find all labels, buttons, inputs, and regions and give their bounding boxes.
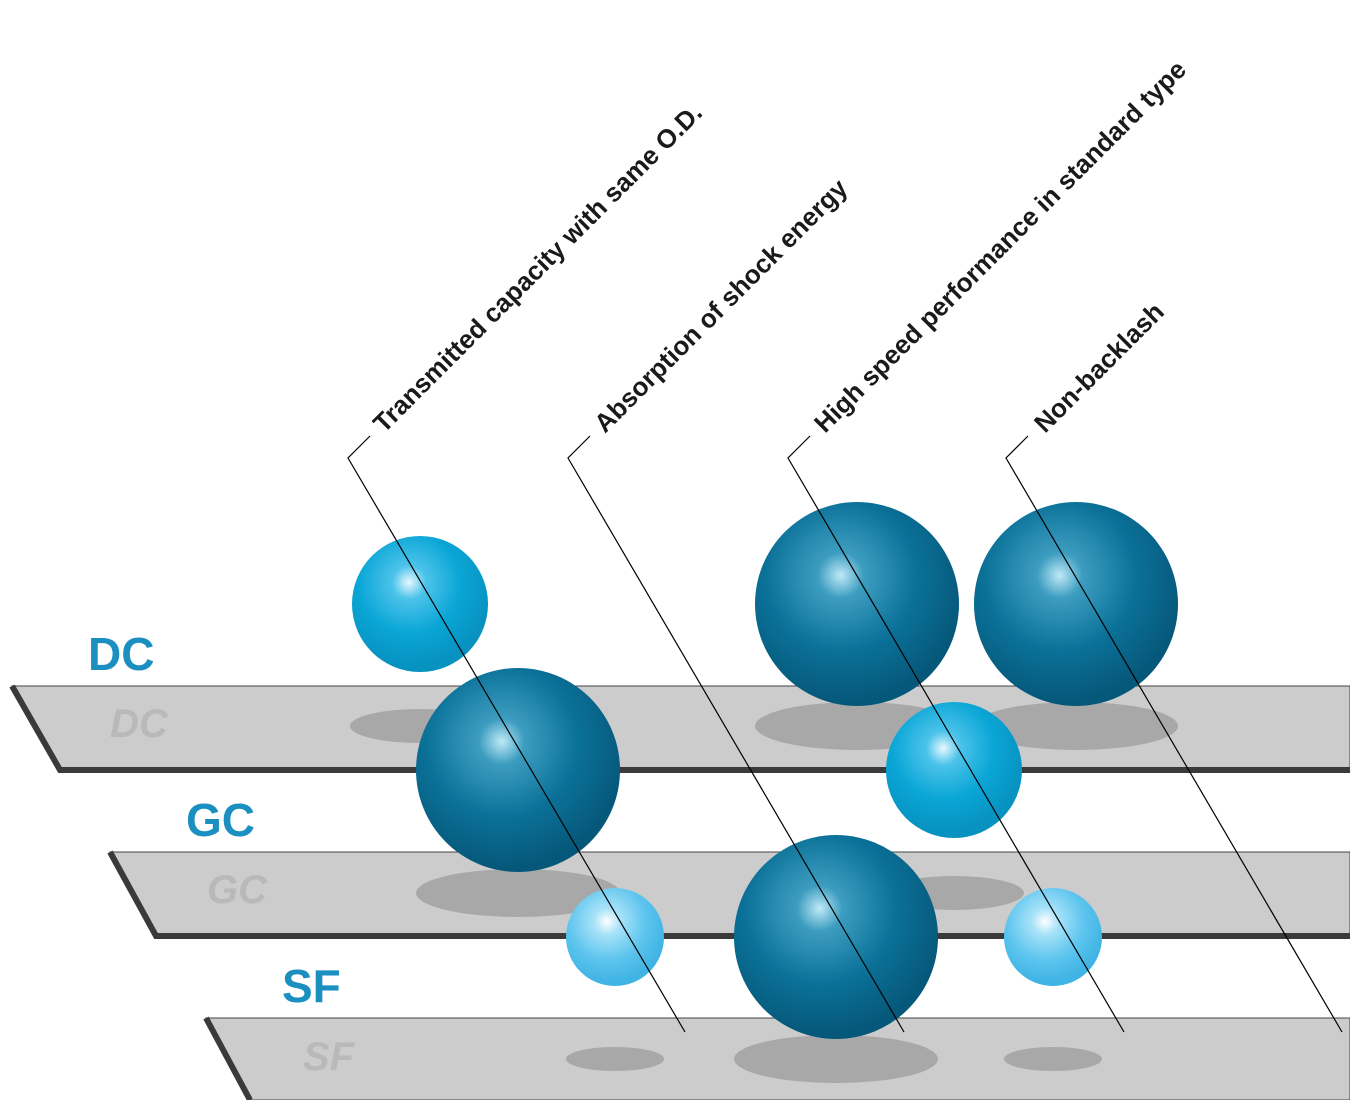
sphere-sf-high-speed — [1004, 888, 1102, 986]
sphere-gc-transmitted-capacity — [416, 668, 620, 872]
row-label-sf: SF — [282, 960, 341, 1012]
platform-gc-label: GC — [207, 868, 268, 912]
criterion-label-shock-absorption: Absorption of shock energy — [588, 173, 854, 439]
criterion-label-high-speed: High speed performance in standard type — [808, 54, 1192, 438]
leader-lines — [347, 435, 1343, 1033]
sphere-dc-non-backlash — [974, 502, 1178, 706]
row-label-dc: DC — [88, 628, 154, 680]
shadow — [416, 869, 620, 917]
sphere-sf-transmitted-capacity — [566, 888, 664, 986]
platform-sf-label: SF — [303, 1035, 356, 1079]
leader-shock-absorption — [567, 435, 905, 1033]
leader-high-speed — [787, 435, 1125, 1033]
criterion-label-non-backlash: Non-backlash — [1028, 296, 1170, 438]
leader-non-backlash — [1005, 435, 1343, 1033]
leader-transmitted-capacity — [347, 435, 686, 1033]
shadow — [566, 1047, 664, 1071]
sphere-gc-high-speed — [886, 702, 1022, 838]
shadow — [1004, 1047, 1102, 1071]
sphere-dc-high-speed — [755, 502, 959, 706]
sphere-sf-shock-absorption — [734, 835, 938, 1039]
row-label-gc: GC — [186, 794, 255, 846]
platform-dc-label: DC — [110, 702, 169, 746]
sphere-dc-transmitted-capacity — [352, 536, 488, 672]
spheres — [352, 502, 1178, 1039]
shadow — [974, 702, 1178, 750]
platform-gc: GC — [107, 850, 1350, 939]
shadow — [734, 1035, 938, 1083]
